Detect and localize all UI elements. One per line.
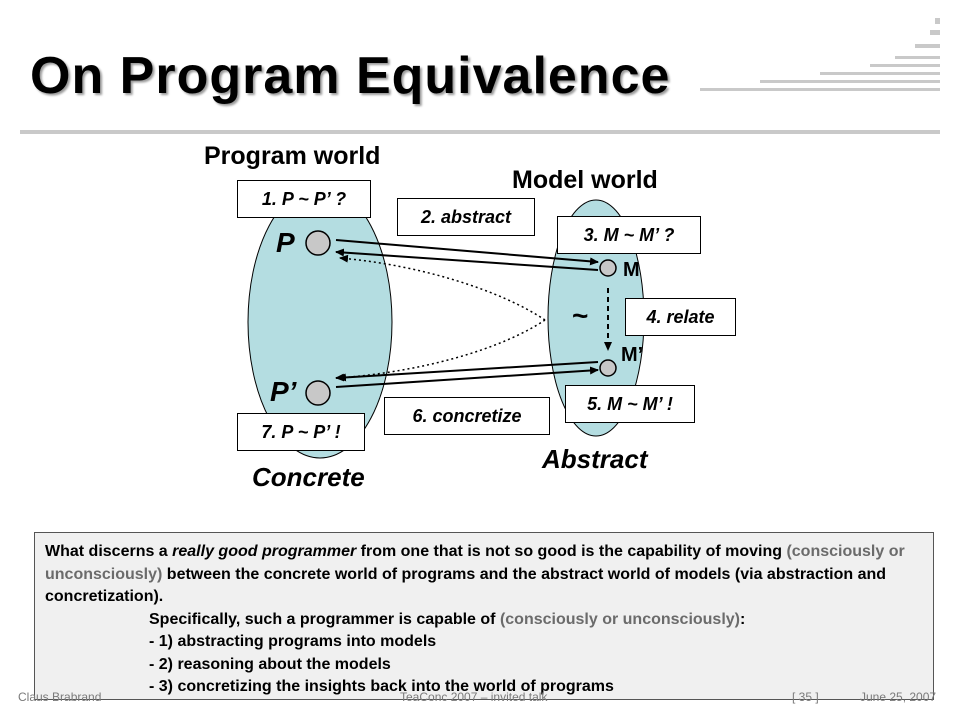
abstract-label: Abstract	[542, 444, 648, 474]
footer-author: Claus Brabrand	[18, 690, 102, 704]
model-world-label: Model world	[512, 166, 658, 194]
node-p-prime-circle	[305, 380, 331, 406]
step-6-box: 6. concretize	[384, 397, 550, 435]
abstract-arrow	[335, 239, 599, 266]
node-m-circle	[599, 259, 617, 277]
dotted-curve-arrow-up	[339, 254, 546, 321]
title-decoration-bar	[760, 80, 940, 83]
concretize-return-arrow	[335, 366, 599, 388]
title-decoration-bar	[870, 64, 940, 67]
node-p-circle	[305, 230, 331, 256]
footer-date: June 25, 2007	[860, 690, 937, 704]
footer-page: [ 35 ]	[792, 690, 819, 704]
equivalence-diagram	[247, 185, 645, 459]
list-item: - 1) abstracting programs into models	[149, 633, 437, 650]
node-m-prime-label: M’	[621, 344, 644, 366]
emphasis-text: really good programmer	[172, 543, 357, 560]
concretize-arrow	[335, 361, 599, 382]
description-paragraph-1: What discerns a really good programmer f…	[45, 543, 905, 605]
dotted-curve-arrow-down	[337, 319, 546, 382]
title-decoration-bar	[935, 18, 940, 24]
list-item: - 3) concretizing the insights back into…	[149, 678, 614, 695]
concrete-label: Concrete	[252, 462, 365, 492]
gray-text: (consciously or unconsciously)	[45, 543, 905, 583]
title-decoration-bar	[915, 44, 940, 48]
node-p-label: P	[276, 227, 295, 258]
tilde-symbol: ~	[572, 300, 589, 331]
step-7-box: 7. P ~ P’ !	[237, 413, 365, 451]
description-box: What discerns a really good programmer f…	[34, 532, 934, 700]
node-m-prime-circle	[599, 359, 617, 377]
title-decoration-bar	[20, 130, 940, 134]
abstract-return-arrow	[335, 248, 599, 271]
step-4-box: 4. relate	[625, 298, 736, 336]
slide-title: On Program Equivalence	[30, 47, 671, 105]
title-decoration-bar	[700, 88, 940, 91]
step-3-box: 3. M ~ M’ ?	[557, 216, 701, 254]
title-decoration-bar	[930, 30, 940, 35]
program-world-label: Program world	[204, 142, 381, 170]
step-5-box: 5. M ~ M’ !	[565, 385, 695, 423]
footer-event: TeaConc 2007 – invited talk	[400, 690, 548, 704]
description-paragraph-2: Specifically, such a programmer is capab…	[149, 610, 746, 628]
title-decoration-bar	[820, 72, 940, 75]
node-p-prime-label: P’	[270, 376, 297, 407]
step-1-box: 1. P ~ P’ ?	[237, 180, 371, 218]
gray-text: (consciously or unconsciously)	[499, 610, 740, 628]
list-item: - 2) reasoning about the models	[149, 655, 391, 673]
node-m-label: M	[623, 259, 640, 281]
step-2-box: 2. abstract	[397, 198, 535, 236]
title-decoration-bar	[895, 56, 940, 59]
